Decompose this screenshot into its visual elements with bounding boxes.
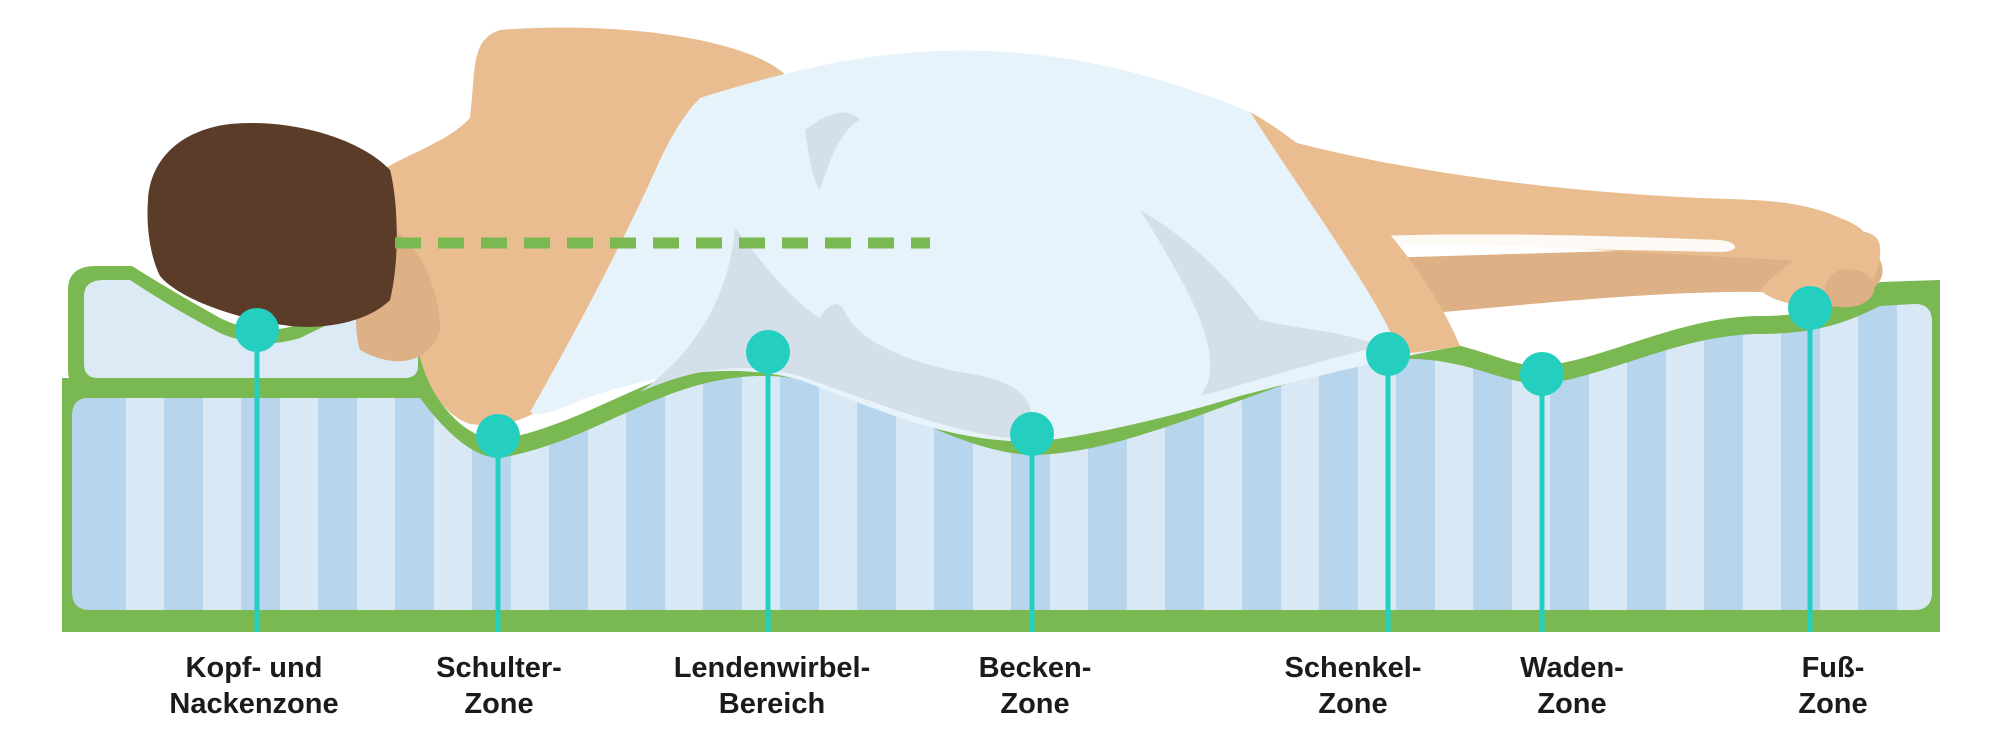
zone-marker-dot-lenden [746,330,790,374]
zone-marker-dot-waden [1520,352,1564,396]
zone-label-waden: Waden- Zone [1442,650,1702,722]
zone-marker-dot-becken [1010,412,1054,456]
zone-label-line1: Lendenwirbel- [673,652,871,684]
zone-label-fuss: Fuß- Zone [1703,650,1963,722]
zone-marker-dot-kopf [235,308,279,352]
zone-marker-dot-fuss [1788,286,1832,330]
sleeper-hair [147,122,397,327]
zone-label-line2: Zone [1318,688,1388,720]
zone-marker-dot-schenkel [1366,332,1410,376]
zone-label-lenden: Lendenwirbel- Bereich [642,650,902,722]
zone-label-line1: Kopf- und [185,652,323,684]
zone-label-schenkel: Schenkel- Zone [1223,650,1483,722]
sleeper [147,27,1883,442]
zone-label-line1: Schenkel- [1284,652,1422,684]
zone-label-line1: Fuß- [1801,652,1865,684]
zone-label-line1: Waden- [1520,652,1624,684]
zone-label-schulter: Schulter- Zone [369,650,629,722]
zone-label-line2: Zone [1798,688,1868,720]
zone-label-line2: Zone [464,688,534,720]
zone-label-line2: Zone [1000,688,1070,720]
zone-marker-dot-schulter [476,414,520,458]
zone-label-becken: Becken- Zone [905,650,1165,722]
zone-markers [235,286,1832,632]
zone-label-line2: Bereich [718,688,826,720]
zone-label-line1: Schulter- [436,652,562,684]
pillow [68,266,432,390]
zone-label-line2: Nackenzone [169,688,339,720]
zone-label-line2: Zone [1537,688,1607,720]
zone-label-line1: Becken- [978,652,1092,684]
